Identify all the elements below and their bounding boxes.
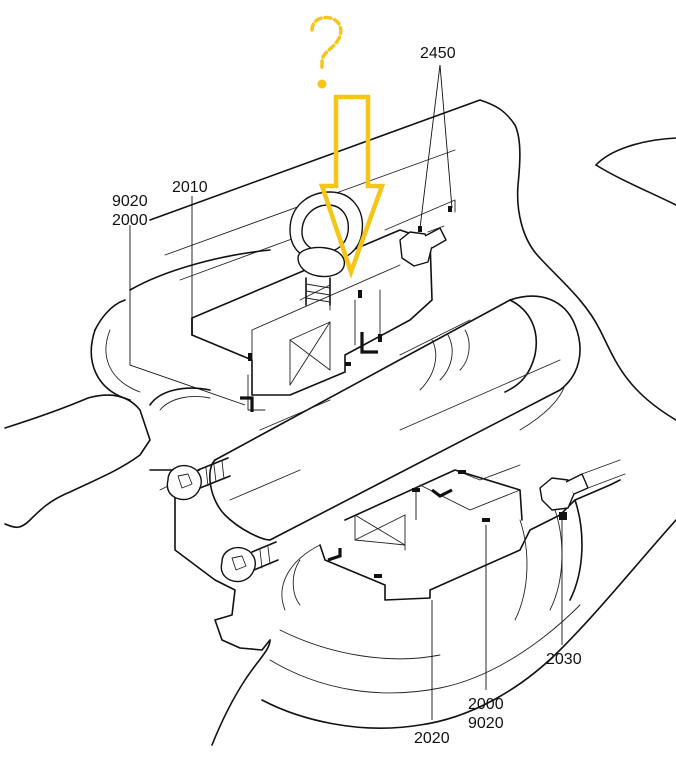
bore-ring-left — [149, 387, 211, 411]
label-9020-bottom: 9020 — [468, 715, 504, 732]
shaft — [209, 295, 581, 541]
hex-bolt-bottom — [539, 459, 626, 511]
cap-screw-lower — [220, 541, 279, 583]
leader-lines — [129, 64, 563, 720]
warning-arrow — [310, 15, 386, 279]
label-2450: 2450 — [420, 45, 456, 62]
label-9020-top: 9020 — [112, 193, 148, 210]
label-2000-top: 2000 — [112, 212, 148, 229]
label-2020: 2020 — [414, 730, 450, 747]
label-2010: 2010 — [172, 179, 208, 196]
eye-bolt — [289, 191, 364, 306]
part-labels: 2450 2010 9020 2000 2030 2000 9020 2020 — [112, 45, 582, 747]
housing-outline — [4, 99, 676, 746]
cap-screw-upper — [166, 457, 231, 501]
question-mark-dot — [317, 79, 327, 89]
arrow-down-outline-icon — [318, 94, 386, 279]
label-2000-bottom: 2000 — [468, 696, 504, 713]
seals — [240, 206, 567, 578]
question-mark-icon — [310, 15, 343, 72]
label-2030: 2030 — [546, 651, 582, 668]
hex-bolt-top — [399, 225, 447, 267]
